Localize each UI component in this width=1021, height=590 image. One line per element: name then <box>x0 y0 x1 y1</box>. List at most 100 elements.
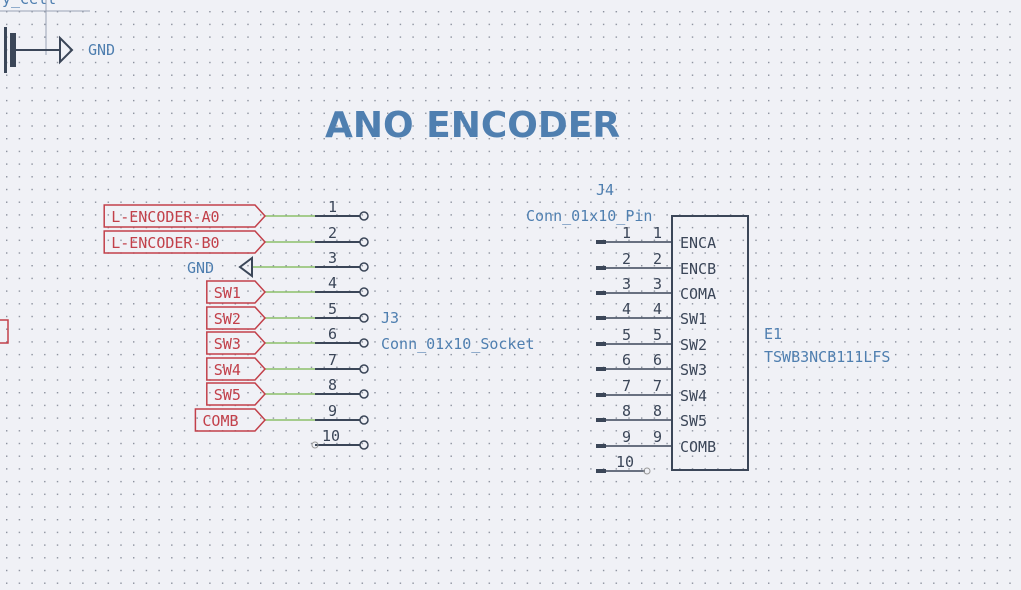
j3-pin-1[interactable]: 1L-ENCODER-A0 <box>103 198 369 228</box>
socket-icon <box>359 364 369 374</box>
sheet-title: ANO ENCODER <box>325 105 620 146</box>
j4-pin-2[interactable]: 2 <box>596 250 672 270</box>
global-label-box[interactable] <box>206 382 267 406</box>
pin-number: 2 <box>328 224 337 242</box>
j3-pin-10[interactable]: 10 <box>311 427 369 450</box>
partial-net-label: y_Cell <box>2 0 56 8</box>
global-label: SW3 <box>214 335 241 353</box>
pin-number: 10 <box>616 453 634 471</box>
j4-pin-5[interactable]: 5 <box>596 326 672 346</box>
top-left-fragment[interactable]: y_Cell GND <box>0 0 115 73</box>
no-connect-icon <box>643 467 651 475</box>
j4-pin-8[interactable]: 8 <box>596 402 672 422</box>
pin-name: SW4 <box>680 387 707 405</box>
pin-stub <box>596 316 606 320</box>
pin-number: 7 <box>653 377 662 395</box>
pin-name: SW2 <box>680 336 707 354</box>
pin-stub <box>596 418 606 422</box>
global-label-box[interactable] <box>206 331 267 355</box>
pin-number: 3 <box>653 275 662 293</box>
pin-number: 8 <box>328 376 337 394</box>
j4-pin-1[interactable]: 1 <box>596 224 672 244</box>
e1-body[interactable] <box>671 215 749 471</box>
global-label: L-ENCODER-A0 <box>111 208 219 226</box>
global-label-box[interactable] <box>206 306 267 330</box>
pin-number: 5 <box>622 326 631 344</box>
j4-pin-7[interactable]: 7 <box>596 377 672 397</box>
pin-number: 4 <box>328 274 337 292</box>
global-label-box[interactable] <box>206 357 267 381</box>
j3-pin-2[interactable]: 2L-ENCODER-B0 <box>103 224 369 254</box>
pin-number: 1 <box>328 198 337 216</box>
gnd-power-icon[interactable] <box>238 256 253 278</box>
pin-number: 6 <box>653 351 662 369</box>
pin-name: ENCA <box>680 234 716 252</box>
pin-number: 7 <box>328 351 337 369</box>
global-label-box[interactable] <box>206 280 267 304</box>
pin-stub <box>596 444 606 448</box>
pin-number: 9 <box>328 402 337 420</box>
battery-plate-icon <box>4 27 7 73</box>
pin-number: 9 <box>622 428 631 446</box>
j4-pin-3[interactable]: 3 <box>596 275 672 295</box>
pin-name: COMA <box>680 285 716 303</box>
pin-stub <box>596 393 606 397</box>
global-label-box[interactable] <box>103 204 267 228</box>
j4-pin-9[interactable]: 9 <box>596 428 672 448</box>
global-label: SW4 <box>214 361 241 379</box>
pin-number: 1 <box>653 224 662 242</box>
global-label: SW1 <box>214 284 241 302</box>
socket-icon <box>359 389 369 399</box>
pin-number: 3 <box>622 275 631 293</box>
pin-stub <box>596 367 606 371</box>
j4-pin-10[interactable]: 10 <box>596 453 651 475</box>
j3-connector[interactable]: 1L-ENCODER-A02L-ENCODER-B03GND4SW15SW26S… <box>103 198 369 450</box>
socket-icon <box>359 338 369 348</box>
pin-name: ENCB <box>680 260 716 278</box>
pin-stub <box>596 291 606 295</box>
pin-stub <box>596 342 606 346</box>
socket-icon <box>359 415 369 425</box>
pin-name: SW3 <box>680 361 707 379</box>
global-label-box[interactable] <box>194 408 267 432</box>
global-label-box[interactable] <box>103 230 267 254</box>
j3-reference: J3 <box>381 309 399 327</box>
pin-number: 10 <box>322 427 340 445</box>
j4-reference: J4 <box>596 181 614 199</box>
socket-icon <box>359 287 369 297</box>
j3-value: Conn_01x10_Socket <box>381 335 535 353</box>
pin-number: 9 <box>653 428 662 446</box>
socket-icon <box>359 313 369 323</box>
e1-reference: E1 <box>764 325 782 343</box>
e1-value: TSWB3NCB111LFS <box>764 348 890 366</box>
global-label: L-ENCODER-B0 <box>111 234 219 252</box>
pin-name: SW5 <box>680 412 707 430</box>
j4-connector[interactable]: 1 2 3 4 5 6 7 8 9 10 <box>596 224 672 475</box>
pin-number: 8 <box>653 402 662 420</box>
pin-number: 2 <box>653 250 662 268</box>
j4-value: Conn_01x10_Pin <box>526 207 652 225</box>
j4-pin-6[interactable]: 6 <box>596 351 672 371</box>
gnd-power-icon <box>59 35 74 65</box>
j4-pin-4[interactable]: 4 <box>596 300 672 320</box>
pin-number: 7 <box>622 377 631 395</box>
pin-stub <box>596 266 606 270</box>
